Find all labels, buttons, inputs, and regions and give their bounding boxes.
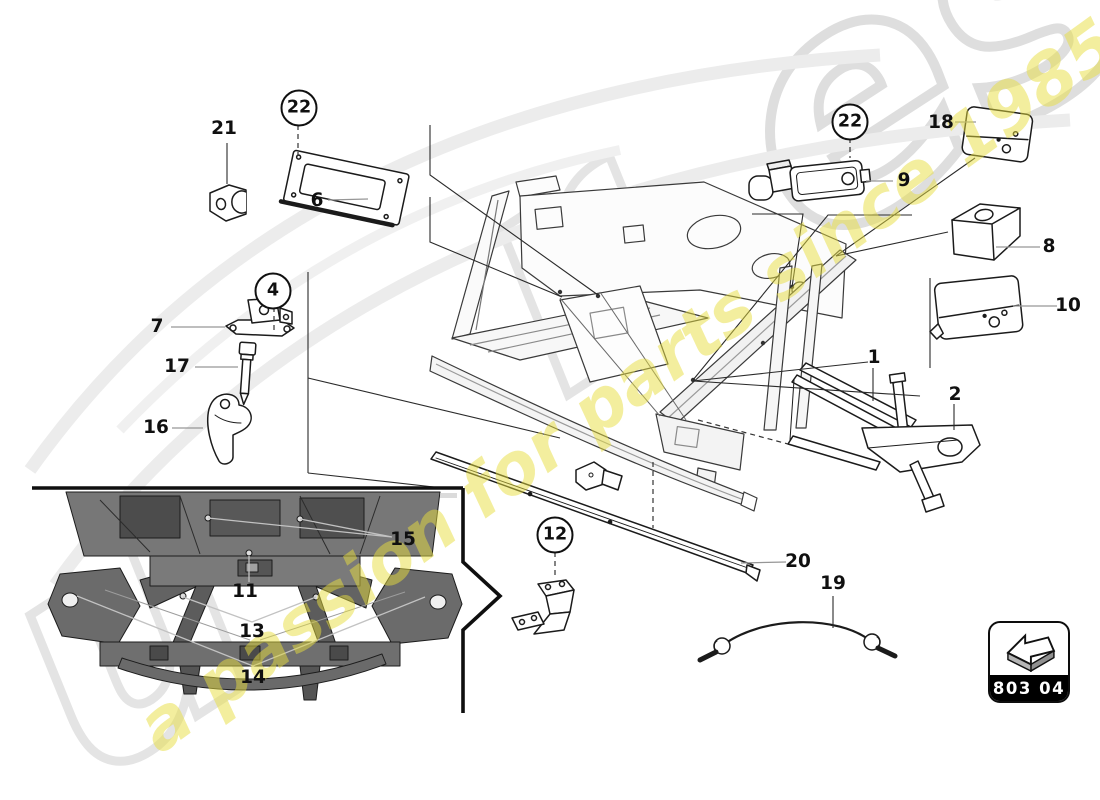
direction-arrow-icon (990, 623, 1068, 675)
part-12-sketch (511, 579, 575, 635)
callout-2: 2 (948, 383, 962, 405)
callout-9: 9 (897, 169, 911, 191)
part-9-sketch (748, 159, 872, 202)
inset-leader-lines (76, 517, 426, 667)
callout-15: 15 (390, 528, 416, 550)
part-8-sketch (951, 203, 1021, 261)
callout-4: 4 (254, 272, 292, 310)
page-ref-code: 803 04 (990, 675, 1068, 701)
callout-7: 7 (150, 315, 164, 337)
callout-8: 8 (1042, 235, 1056, 257)
part-1-2-aframe-sketch (787, 362, 981, 513)
callout-13: 13 (239, 620, 265, 642)
part-20-bar-sketch (430, 451, 761, 582)
callout-10: 10 (1055, 294, 1081, 316)
callout-11: 11 (232, 580, 258, 602)
inset-border (32, 486, 503, 713)
page-ref-badge: 803 04 (988, 621, 1070, 703)
callout-16: 16 (143, 416, 169, 438)
leader-lines (171, 121, 1057, 628)
callout-19: 19 (820, 572, 846, 594)
callout-17: 17 (164, 355, 190, 377)
part-17-sketch (238, 341, 257, 406)
part-19-cable-sketch (697, 621, 898, 663)
part-10-sketch (929, 275, 1024, 340)
callout-18: 18 (928, 111, 954, 133)
callout-1: 1 (867, 346, 881, 368)
callout-6: 6 (310, 189, 324, 211)
inset-corner-mark (440, 493, 457, 498)
part-18-sketch (961, 106, 1034, 163)
part-6-sketch (278, 149, 410, 228)
inset-detail-box (32, 486, 503, 713)
part-21-sketch (209, 184, 247, 222)
callout-14: 14 (240, 666, 266, 688)
callout-22: 22 (280, 89, 318, 127)
callout-21: 21 (211, 117, 237, 139)
callout-22: 22 (831, 103, 869, 141)
callout-20: 20 (785, 550, 811, 572)
callout-12: 12 (536, 516, 574, 554)
part-16-sketch (207, 393, 252, 465)
